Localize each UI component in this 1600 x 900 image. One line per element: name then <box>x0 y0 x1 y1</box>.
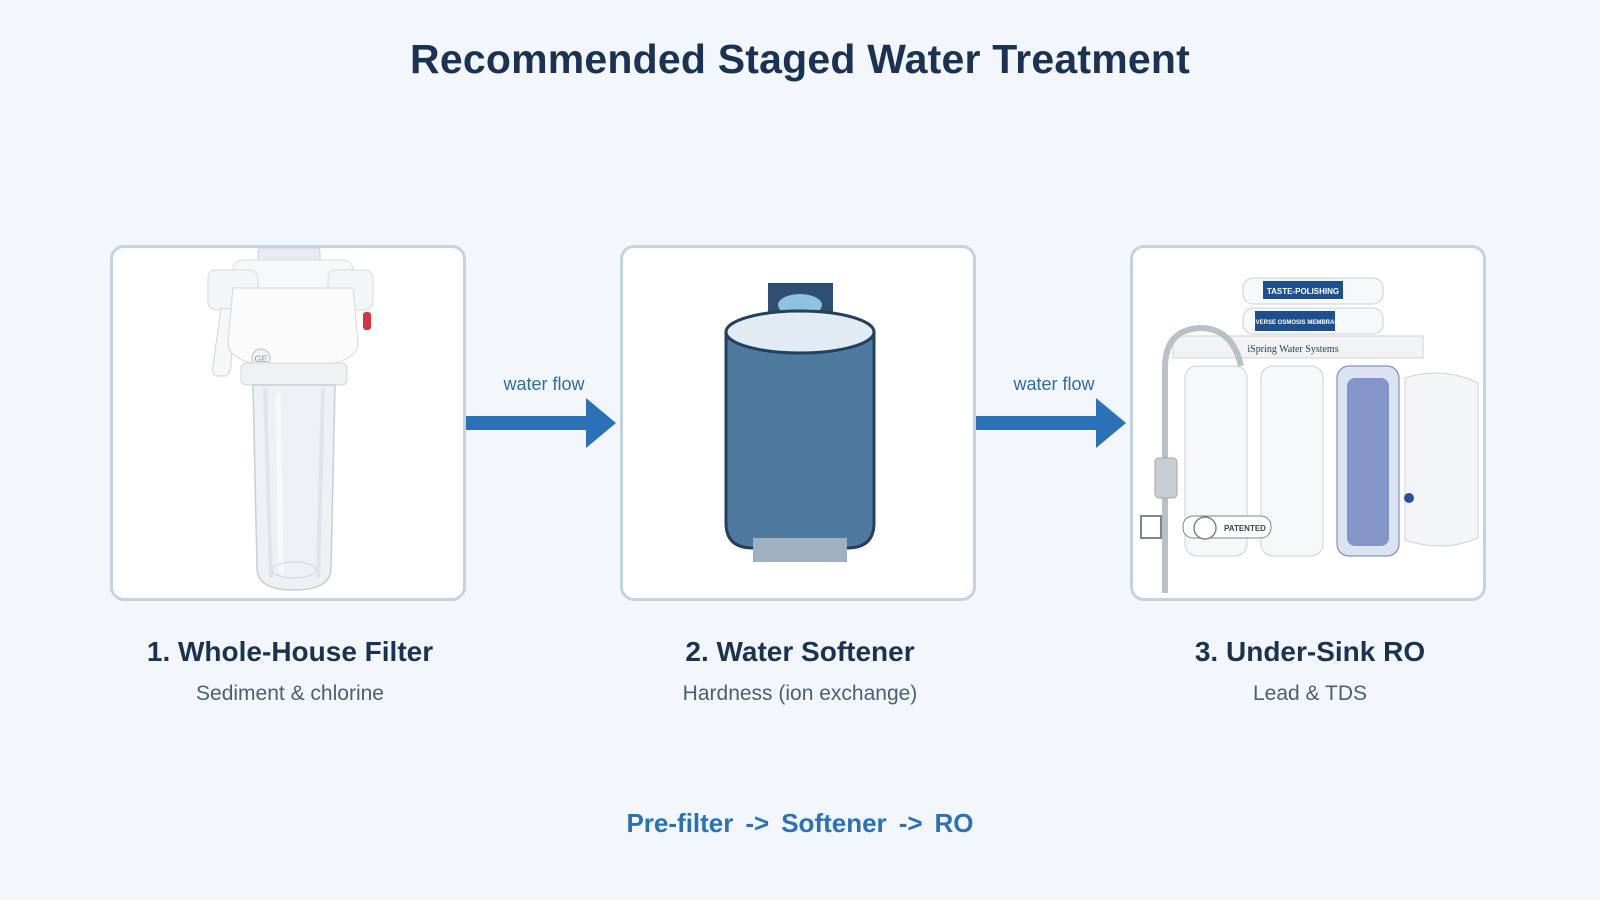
stage-1-image-card: GE <box>110 245 466 601</box>
summary-sequence: Pre-filter -> Softener -> RO <box>0 808 1600 839</box>
stage-3-title: 3. Under-Sink RO <box>1194 636 1426 667</box>
stage-3-description: Lead & TDS <box>1252 682 1367 705</box>
water-softener-tank-icon <box>724 283 876 562</box>
brand-text: iSpring Water Systems <box>1247 344 1338 355</box>
stage-1-title: 1. Whole-House Filter <box>146 636 434 667</box>
summary-step-prefilter: Pre-filter <box>626 808 734 838</box>
ro-membrane-label: REVERSE OSMOSIS MEMBRANE <box>1247 320 1342 326</box>
summary-separator-1: -> <box>745 808 770 838</box>
flow-arrow-1 <box>466 398 616 448</box>
whole-house-filter-icon: GE <box>207 248 374 591</box>
stage-2-title: 2. Water Softener <box>685 636 915 667</box>
summary-separator-2: -> <box>898 808 923 838</box>
summary-step-softener: Softener <box>781 808 887 838</box>
flow-label-2: water flow <box>1013 374 1095 394</box>
flow-label-1: water flow <box>503 374 585 394</box>
reverse-osmosis-system-icon: TASTE-POLISHING REVERSE OSMOSIS MEMBRANE… <box>1140 277 1479 593</box>
patented-badge-text: PATENTED <box>1224 524 1266 533</box>
stage-2-description: Hardness (ion exchange) <box>682 682 918 705</box>
stage-1-description: Sediment & chlorine <box>196 682 384 705</box>
ge-logo-text: GE <box>254 354 267 364</box>
flow-arrow-2 <box>976 398 1126 448</box>
page-title: Recommended Staged Water Treatment <box>410 36 1190 82</box>
taste-polishing-label: TASTE-POLISHING <box>1267 287 1339 296</box>
stage-2-image-card <box>620 245 976 601</box>
summary-step-ro: RO <box>934 808 974 838</box>
stage-3-image-card: TASTE-POLISHING REVERSE OSMOSIS MEMBRANE… <box>1130 245 1486 601</box>
